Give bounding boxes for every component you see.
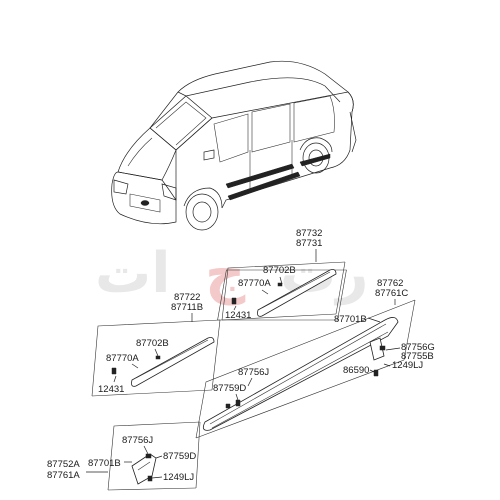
label-87756j-mid: 87756J: [238, 367, 269, 378]
watermark-text-left: ات: [95, 241, 170, 306]
label-87759d-mid: 87759D: [213, 383, 246, 394]
label-87756g: 87756G: [401, 342, 435, 353]
label-87761a: 87761A: [47, 470, 80, 481]
front-molding-group: 87722 87711B 87702B 87770A 12431: [91, 292, 221, 397]
label-87711b: 87711B: [171, 302, 203, 313]
label-87756j-bot: 87756J: [122, 435, 153, 446]
label-12431-front: 12431: [98, 384, 124, 395]
label-87761c: 87761C: [375, 288, 408, 299]
label-87701b-bot: 87701B: [88, 458, 121, 469]
bottom-bracket-group: 87756J 87701B 87759D 1249LJ 87752A 87761…: [47, 421, 201, 491]
label-87759d-bot: 87759D: [163, 451, 196, 462]
label-1249lj-bot: 1249LJ: [163, 472, 194, 483]
label-86590: 86590: [343, 365, 369, 376]
label-87752a: 87752A: [47, 459, 80, 470]
label-87722: 87722: [174, 292, 200, 303]
label-87770a-front: 87770A: [106, 353, 139, 364]
label-87762: 87762: [377, 278, 403, 289]
label-12431-top: 12431: [225, 310, 251, 321]
van-illustration: [111, 60, 357, 231]
side-sill-group: 87762 87761C 87701B 87756G 87755B 86590 …: [195, 278, 435, 439]
label-87701b-sill: 87701B: [334, 314, 367, 325]
label-87702b-front: 87702B: [136, 338, 169, 349]
label-87732: 87732: [296, 228, 322, 239]
label-87770a-top: 87770A: [238, 278, 271, 289]
label-1249lj-sill: 1249LJ: [392, 360, 423, 371]
label-87755b: 87755B: [401, 351, 434, 362]
label-87702b-top: 87702B: [263, 265, 296, 276]
top-molding-group: 87732 87731 87702B 87770A 12431: [217, 228, 347, 321]
label-87731: 87731: [296, 238, 322, 249]
